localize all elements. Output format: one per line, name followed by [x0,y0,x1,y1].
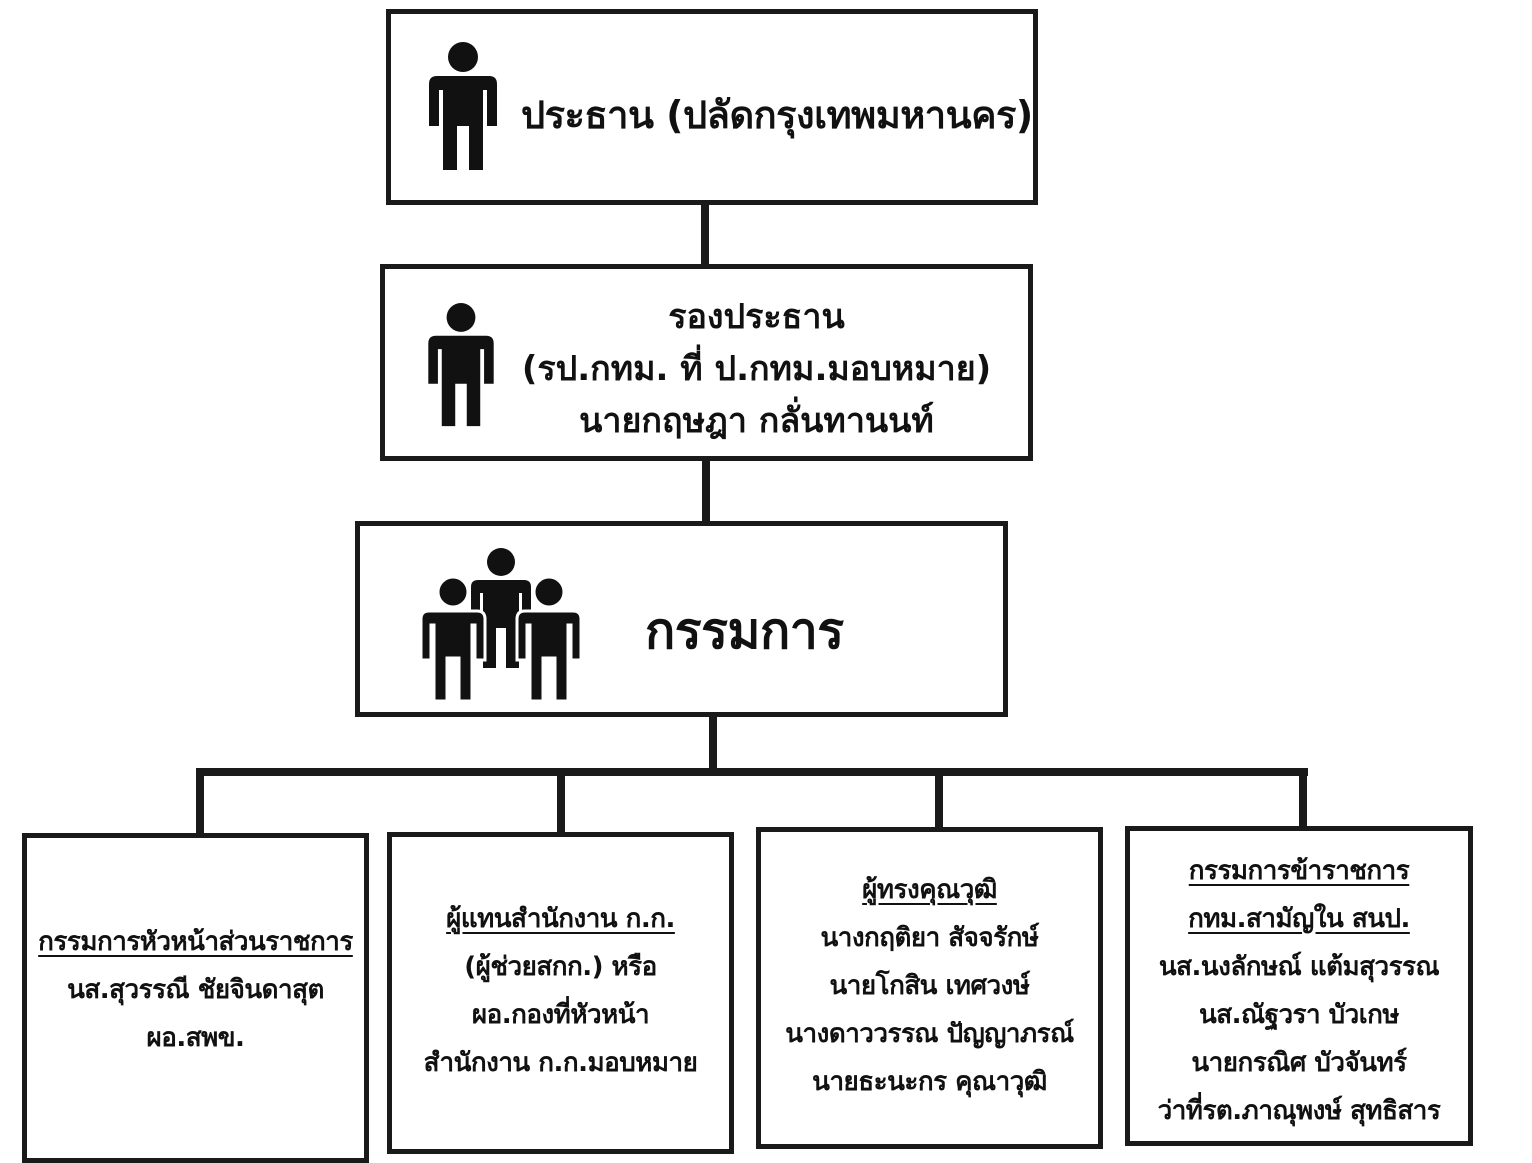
connector-committee-bus [709,715,717,772]
member-line: นายโกสิน เทศวงษ์ [829,971,1030,1001]
member-line: นางกฤติยา สัจจรักษ์ [820,923,1039,953]
member-box-office-representative: ผู้แทนสำนักงาน ก.ก. (ผู้ช่วยสกก.) หรือ ผ… [387,832,734,1154]
member-line: นส.สุวรรณี ชัยจินดาสุต [67,975,324,1005]
member-box-department-heads: กรรมการหัวหน้าส่วนราชการ นส.สุวรรณี ชัยจ… [22,833,369,1163]
vice-chair-box: รองประธาน (รป.กทม. ที่ ป.กทม.มอบหมาย) นา… [380,264,1033,461]
member-box-experts: ผู้ทรงคุณวุฒิ นางกฤติยา สัจจรักษ์ นายโกส… [756,827,1103,1149]
committee-box: กรรมการ [355,521,1008,717]
group-icon [416,548,586,703]
member-line: ว่าที่รต.ภาณุพงษ์ สุทธิสาร [1157,1096,1441,1126]
member-heading: ผู้แทนสำนักงาน ก.ก. [446,904,675,934]
person-icon [427,42,499,172]
connector-vice-committee [702,459,710,523]
connector-horizontal-bus [196,768,1308,776]
member-line: ผอ.กองที่หัวหน้า [471,1000,650,1030]
member-line: นางดาววรรณ ปัญญาภรณ์ [785,1019,1074,1049]
vice-name: นายกฤษฎา กลั่นทานนท์ [579,401,934,441]
connector-drop-4 [1299,768,1307,829]
member-line: สำนักงาน ก.ก.มอบหมาย [423,1048,698,1078]
member-box-civil-servants: กรรมการข้าราชการ กทม.สามัญใน สนป. นส.นงล… [1125,826,1473,1146]
member-heading: ผู้ทรงคุณวุฒิ [862,875,997,905]
vice-subtitle: (รป.กทม. ที่ ป.กทม.มอบหมาย) [521,349,992,389]
member-heading: กรรมการข้าราชการ [1188,856,1410,886]
member-line: (ผู้ช่วยสกก.) หรือ [464,952,657,982]
connector-drop-2 [557,768,565,835]
member-line: นายกรณิศ บัวจันทร์ [1191,1048,1407,1078]
member-line: นส.นงลักษณ์ แต้มสุวรรณ [1158,952,1440,982]
member-heading-2: กทม.สามัญใน สนป. [1188,904,1410,934]
committee-label: กรรมการ [645,602,844,660]
chair-box: ประธาน (ปลัดกรุงเทพมหานคร) [386,9,1038,205]
connector-drop-1 [196,768,204,836]
member-line: ผอ.สพข. [146,1023,245,1053]
vice-title: รองประธาน [668,297,845,337]
member-line: นายธะนะกร คุณาวุฒิ [812,1067,1047,1097]
chair-label: ประธาน (ปลัดกรุงเทพมหานคร) [521,93,1033,137]
connector-chair-vice [701,203,709,266]
connector-drop-3 [935,768,943,830]
person-icon [425,303,497,428]
member-heading: กรรมการหัวหน้าส่วนราชการ [38,927,353,957]
member-line: นส.ณัฐวรา บัวเกษ [1198,1000,1400,1030]
